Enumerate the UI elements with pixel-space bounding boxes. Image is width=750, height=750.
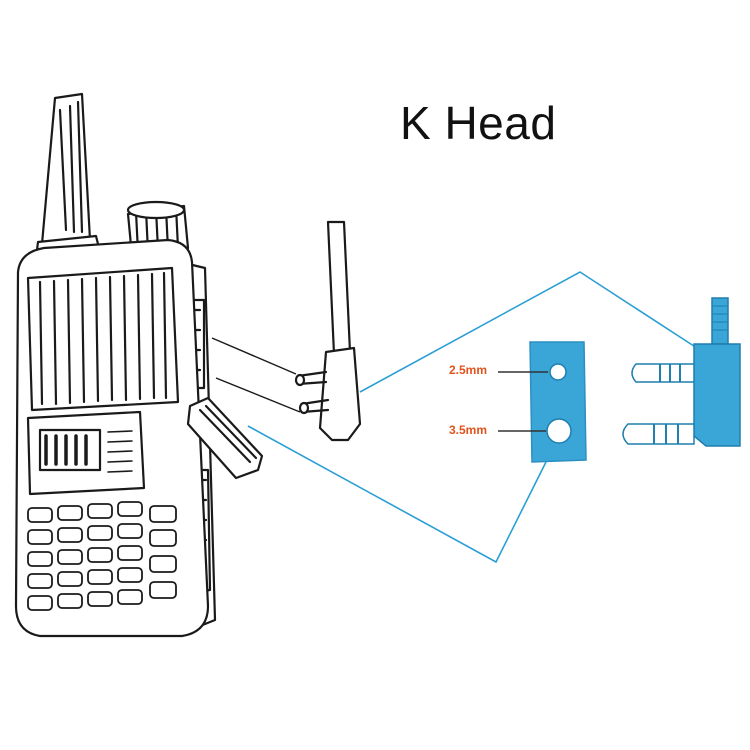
label-3-5mm: 3.5mm: [449, 423, 488, 437]
k-connector-icon: [622, 297, 741, 447]
plug-icon: [294, 220, 362, 442]
walkie-talkie-icon: [14, 92, 264, 638]
label-2-5mm: 2.5mm: [449, 363, 488, 377]
connector-face-plate: [498, 341, 587, 463]
page-title: K Head: [400, 97, 557, 149]
